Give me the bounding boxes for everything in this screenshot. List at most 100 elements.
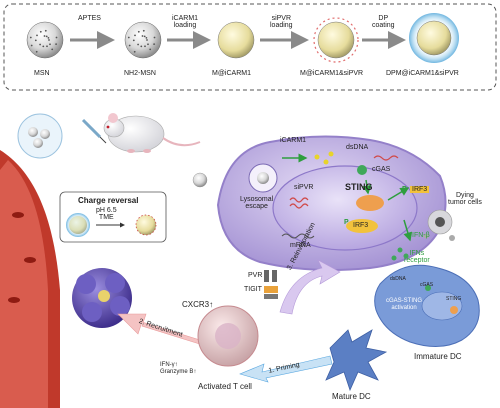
tumor-cell [192, 135, 447, 271]
particle-pores [29, 29, 156, 53]
pore-dot [34, 39, 37, 42]
pvr-tigit-receptor [264, 270, 278, 299]
pore-dot [143, 35, 146, 38]
irf3-nuclear [346, 219, 378, 233]
immature-dc [374, 264, 480, 347]
mature-dc [325, 329, 388, 392]
label-dc-dsdna: dsDNA [390, 276, 406, 282]
label-pvr: PVR [248, 272, 263, 279]
label-dc-cgas: cGAS [420, 282, 434, 288]
pore-dot [39, 43, 41, 46]
label-dsdna: dsDNA [346, 144, 369, 151]
pore-dot [44, 29, 47, 32]
reinvigoration-arrow [279, 259, 341, 315]
particle-label-m-icarm1: M@iCARM1 [212, 70, 251, 77]
step-label-sipvr: siPVR loading [270, 15, 293, 29]
mrna-icon [281, 233, 315, 239]
pore-dot [43, 35, 46, 37]
label-dying-tumor-cells: Dying tumor cells [448, 192, 482, 206]
pore-dot [55, 43, 57, 45]
syringe-icon [81, 118, 107, 144]
pore-dot [128, 44, 131, 47]
label-icarm1: iCARM1 [280, 137, 307, 144]
label-activated-t-cell: Activated T cell [198, 382, 252, 391]
dna-icon [373, 155, 399, 161]
label-ifns-receptor: IFNs receptor [404, 250, 430, 264]
pore-dot [51, 48, 54, 51]
pore-dot [144, 45, 146, 48]
blood-vessel [0, 150, 60, 408]
label-p-nuc: P [344, 219, 349, 226]
pore-dot [141, 35, 144, 37]
pore-dot [133, 50, 136, 53]
step-label-dp: DP coating [372, 15, 395, 29]
label-cgas: cGAS [372, 166, 391, 173]
pore-dot [153, 36, 156, 39]
label-ifn-beta: IFN-β [412, 232, 430, 239]
pore-dot [134, 34, 136, 37]
pore-dot [146, 39, 148, 41]
cgas-icon [357, 165, 367, 175]
nucleus [272, 165, 418, 251]
pore-dot [35, 50, 38, 53]
recruitment-arrow [117, 313, 207, 347]
pore-dot [47, 37, 50, 39]
pore-dot [132, 39, 135, 42]
particle-m-icarm1 [217, 21, 255, 59]
particle-msn [26, 21, 64, 59]
tumor-mass [72, 268, 132, 328]
activated-t-cell [197, 305, 259, 367]
pore-dot [29, 36, 32, 39]
mouse-icon [103, 113, 201, 153]
priming-arrow [239, 355, 333, 383]
pore-dot [127, 36, 130, 39]
particle-dpm-icarm1-sipvr [409, 13, 459, 63]
pore-dot [42, 45, 45, 48]
charge-reversal-box [59, 191, 167, 243]
label-sipvr: siPVR [294, 184, 314, 191]
label-irf3-nuc: IRF3 [353, 222, 369, 229]
pore-dot [137, 43, 140, 46]
particle-label-nh2-msn: NH2-MSN [124, 70, 156, 77]
charge-reversal-title: Charge reversal [78, 196, 139, 205]
label-tigit: TIGIT [244, 286, 262, 293]
sting-icon [356, 195, 384, 211]
label-cxcr3: CXCR3↑ [182, 300, 214, 309]
pore-dot [140, 45, 143, 48]
ifn-beta-dots [391, 247, 409, 261]
pore-dot [55, 36, 58, 39]
particle-label-msn: MSN [34, 70, 50, 77]
label-dc-sting: STING [446, 296, 462, 302]
pore-dot [45, 35, 48, 38]
synthesis-panel [3, 3, 497, 91]
label-ifn-gamma: IFN-γ↑ Granzyme B↑ [160, 362, 197, 375]
particle-nh2-msn [124, 21, 162, 59]
pore-dot [147, 43, 149, 46]
label-immature-dc: Immature DC [414, 352, 462, 361]
nanoparticle-entering [192, 172, 208, 188]
particle-m-icarm1-sipvr [313, 17, 359, 63]
particle-label-m-icarm1-sipvr: M@iCARM1&siPVR [300, 70, 364, 77]
label-sting: STING [345, 182, 373, 192]
step-label-icarm1: iCARM1 loading [172, 15, 199, 29]
dying-tumor-cells [423, 209, 455, 241]
label-p-top: P [402, 186, 407, 193]
label-mature-dc: Mature DC [332, 392, 371, 401]
pore-dot [145, 37, 148, 39]
pore-dot [36, 34, 38, 37]
label-mrna: mRNA [290, 242, 311, 249]
pore-dot [142, 29, 145, 32]
pore-dot [149, 48, 152, 51]
pore-dot [39, 30, 42, 33]
label-dc-activation: cGAS-STING activation [386, 298, 423, 311]
vial-icon [17, 113, 63, 159]
pore-dot [137, 30, 140, 33]
pore-dot [49, 43, 51, 46]
label-lysosomal-escape: Lysosomal escape [240, 196, 274, 210]
pore-dot [153, 43, 156, 45]
pore-dot [30, 44, 33, 47]
label-irf3-top: IRF3 [410, 186, 430, 193]
step-label-aptes: APTES [78, 15, 101, 22]
pore-dot [48, 39, 50, 41]
